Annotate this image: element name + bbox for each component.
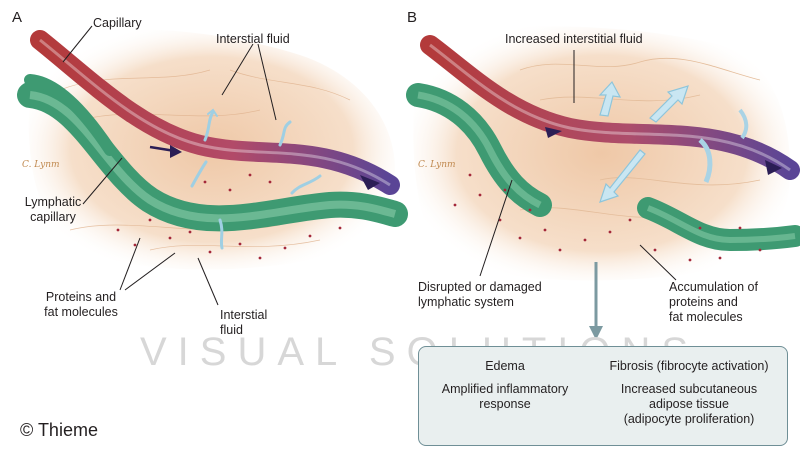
panel-b-lymphatic-segments (406, 83, 800, 252)
label-proteins-fat: Proteins and fat molecules (36, 290, 126, 320)
panel-a-signature: C. Lynm (22, 160, 60, 170)
outcome-left: Edema Amplified inflammatory response (419, 359, 591, 412)
label-proteins-fat-line2: fat molecules (44, 305, 118, 319)
outcome-fibrosis-line1: Increased subcutaneous (620, 382, 758, 396)
outcome-edema-line2: response (479, 397, 531, 411)
label-accumulation: Accumulation of proteins and fat molecul… (669, 280, 758, 325)
label-disrupted-lymphatic: Disrupted or damaged lymphatic system (418, 280, 542, 310)
panel-b-particles (453, 173, 762, 262)
label-accumulation-line2: proteins and (669, 295, 738, 309)
label-disrupted-lymphatic-line2: lymphatic system (418, 295, 514, 309)
outcome-right: Fibrosis (fibrocyte activation) Increase… (591, 359, 787, 427)
outcomes-box: Edema Amplified inflammatory response Fi… (418, 346, 788, 446)
label-interstitial-fluid-top: Interstial fluid (216, 32, 290, 46)
label-interstitial-fluid-bottom: Interstial fluid (220, 308, 267, 338)
connector-arrow (589, 262, 603, 340)
outcome-edema-title: Edema (485, 359, 525, 373)
label-accumulation-line3: fat molecules (669, 310, 743, 324)
panel-a-letter: A (12, 9, 23, 26)
outcome-fibrosis-line2: adipose tissue (649, 397, 729, 411)
label-accumulation-line1: Accumulation of (669, 280, 758, 294)
label-interstitial-fluid-bottom-line2: fluid (220, 323, 243, 337)
label-lymphatic-capillary-line2: capillary (30, 210, 76, 224)
panel-b-tissue (413, 26, 790, 281)
panel-a-leader-lines (62, 25, 277, 306)
panel-b-leader-lines (479, 50, 677, 281)
panel-a-lymphatic-capillary (17, 74, 408, 232)
label-lymphatic-capillary: Lymphatic capillary (18, 195, 88, 225)
panel-a-particles (116, 173, 342, 260)
label-increased-interstitial-fluid: Increased interstitial fluid (505, 32, 643, 46)
panel-b-fluid-arrows (598, 80, 749, 203)
outcome-fibrosis-title: Fibrosis (fibrocyte activation) (609, 359, 769, 373)
panel-b-signature: C. Lynm (418, 160, 456, 170)
copyright: © Thieme (20, 420, 98, 440)
outcome-fibrosis-line3: (adipocyte proliferation) (623, 412, 755, 426)
panel-b-letter: B (407, 9, 418, 26)
label-proteins-fat-line1: Proteins and (45, 290, 117, 304)
label-lymphatic-capillary-line1: Lymphatic (24, 195, 82, 209)
panel-a-fluid-arrows (190, 108, 322, 250)
panel-b-blood-capillary (420, 35, 800, 180)
label-capillary: Capillary (93, 16, 142, 30)
panel-a-blood-capillary (30, 30, 400, 195)
label-interstitial-fluid-bottom-line1: Interstial (220, 308, 268, 322)
label-disrupted-lymphatic-line1: Disrupted or damaged (418, 280, 542, 294)
outcome-edema-line1: Amplified inflammatory (441, 382, 569, 396)
